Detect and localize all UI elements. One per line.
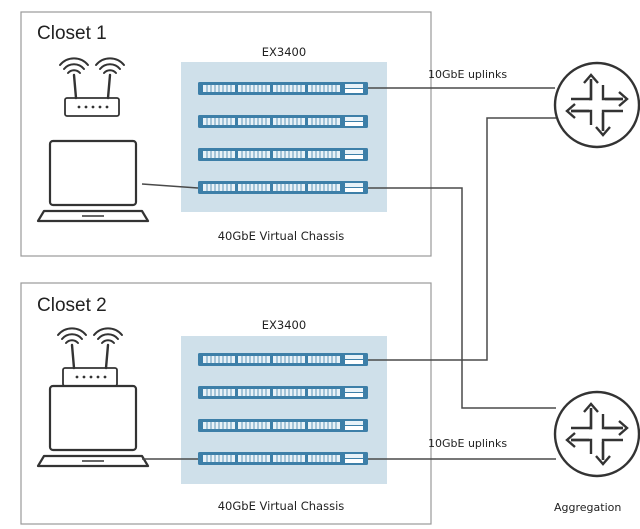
closet-2-switch-2	[197, 385, 369, 400]
closet-2-switch-1	[197, 352, 369, 367]
closet-2-switch-3	[197, 418, 369, 433]
closet-1-switch-4	[197, 180, 369, 195]
uplink-label-bottom: 10GbE uplinks	[428, 437, 507, 450]
aggregation-label: Aggregation	[554, 501, 621, 514]
closet-1-switch-2	[197, 114, 369, 129]
aggregation-router-1-icon	[553, 61, 640, 149]
closet-1-chassis-label: 40GbE Virtual Chassis	[218, 229, 345, 243]
closet-1-title: Closet 1	[37, 23, 107, 44]
router-1-to-closet-2-link	[368, 117, 556, 361]
closet-1-switch-1	[197, 81, 369, 96]
closet-1-switch-3	[197, 147, 369, 162]
uplink-label-top: 10GbE uplinks	[428, 68, 507, 81]
closet-2-switch-4	[197, 451, 369, 466]
closet-1-switch-label: EX3400	[262, 45, 306, 59]
closet-2-title: Closet 2	[37, 295, 107, 316]
closet-1-to-router-2-link	[368, 187, 556, 409]
closet-2-chassis-label: 40GbE Virtual Chassis	[218, 499, 345, 513]
aggregation-router-2-icon	[553, 390, 640, 478]
closet-2-switch-label: EX3400	[262, 318, 306, 332]
closet-1-laptop-link	[141, 183, 199, 189]
